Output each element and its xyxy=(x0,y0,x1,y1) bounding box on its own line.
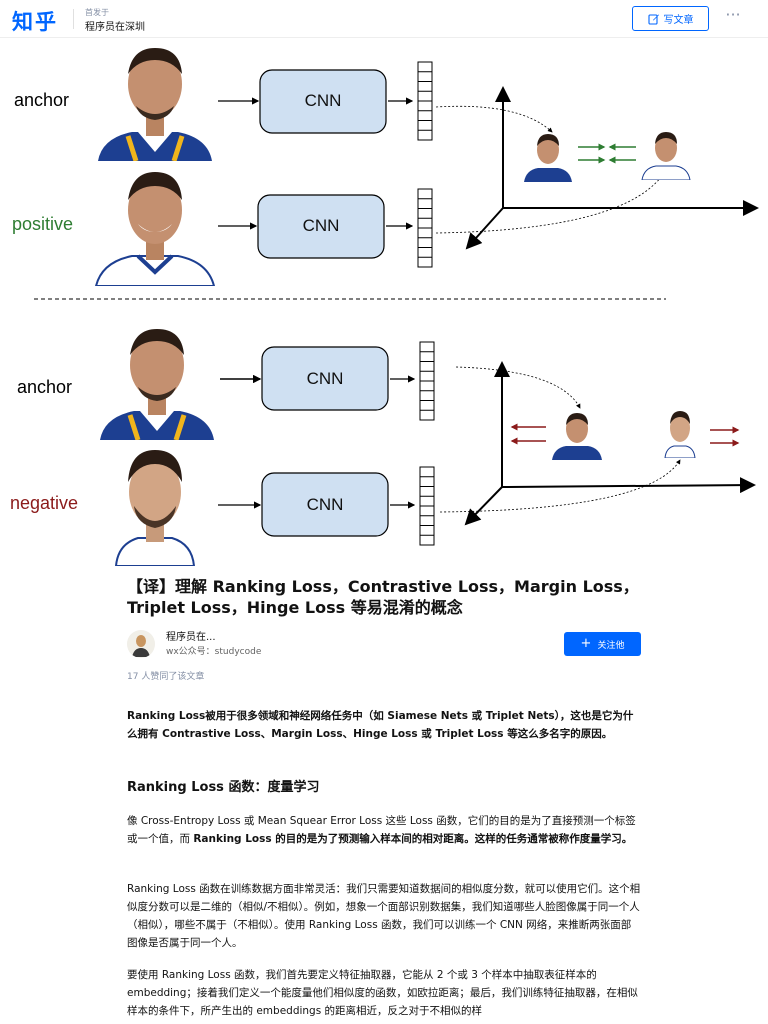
paragraph: 要使用 Ranking Loss 函数，我们首先要定义特征抽取器，它能从 2 个… xyxy=(127,969,638,1017)
figure-diagram xyxy=(34,61,759,546)
cnn-label: CNN xyxy=(302,216,340,235)
author-name-link[interactable]: 程序员在... xyxy=(166,632,216,643)
paragraph: Ranking Loss被用于很多领域和神经网络任务中（如 Siamese Ne… xyxy=(127,710,634,740)
negative-embedding-face xyxy=(664,408,696,458)
cnn-box xyxy=(261,472,389,537)
zhihu-logo[interactable]: 知乎 xyxy=(12,10,58,34)
positive-face-image xyxy=(92,168,218,286)
header-divider xyxy=(73,9,74,29)
edit-icon xyxy=(647,13,659,25)
embedding-vector xyxy=(419,466,435,546)
cnn-box xyxy=(257,194,385,259)
embedding-vector xyxy=(417,61,433,141)
follow-author-button[interactable]: + 关注他 xyxy=(564,632,641,656)
cnn-label: CNN xyxy=(306,495,344,514)
write-article-label: 写文章 xyxy=(663,15,694,26)
top-bar: 知乎 首发于 程序员在深圳 写文章 ··· xyxy=(0,0,768,38)
anchor-embedding-face xyxy=(522,130,574,182)
cnn-label: CNN xyxy=(306,369,344,388)
ranking-loss-figure: anchor positive anchor negative CNN CNN … xyxy=(0,40,768,570)
more-options-button[interactable]: ··· xyxy=(725,5,741,24)
cnn-box xyxy=(259,69,387,134)
positive-label: positive xyxy=(12,214,74,234)
cnn-label: CNN xyxy=(304,91,342,110)
cnn-box xyxy=(261,346,389,411)
paragraph: Ranking Loss 函数在训练数据方面非常灵活：我们只需要知道数据间的相似… xyxy=(127,883,641,949)
publish-prefix: 首发于 xyxy=(85,8,109,17)
author-description: wx公众号：studycode xyxy=(166,647,262,657)
column-name-link[interactable]: 程序员在深圳 xyxy=(85,22,145,33)
paragraph-bold-text: Ranking Loss 的目的是为了预测输入样本间的相对距离。这样的任务通常被… xyxy=(193,833,633,845)
plus-icon: + xyxy=(580,636,592,651)
anchor-face-image xyxy=(94,325,220,440)
author-avatar[interactable] xyxy=(127,630,155,658)
likes-count: 17 人赞同了该文章 xyxy=(127,672,205,682)
paragraph-text: 像 Cross-Entropy Loss 或 Mean Squear Error… xyxy=(127,815,636,845)
anchor-label: anchor xyxy=(17,377,73,397)
anchor-embedding-face xyxy=(550,410,604,460)
positive-embedding-face xyxy=(640,128,692,180)
anchor-label: anchor xyxy=(14,90,70,110)
section-heading: Ranking Loss 函数：度量学习 xyxy=(127,780,320,795)
negative-label: negative xyxy=(10,493,79,513)
article-title: 【译】理解 Ranking Loss，Contrastive Loss，Marg… xyxy=(127,577,639,617)
embedding-vector xyxy=(419,341,435,421)
paragraph: 像 Cross-Entropy Loss 或 Mean Squear Error… xyxy=(127,812,641,848)
anchor-face-image xyxy=(92,44,218,161)
follow-label: 关注他 xyxy=(597,640,625,651)
negative-face-image xyxy=(114,444,196,566)
embedding-vector xyxy=(417,188,433,268)
write-article-button[interactable]: 写文章 xyxy=(632,6,709,31)
